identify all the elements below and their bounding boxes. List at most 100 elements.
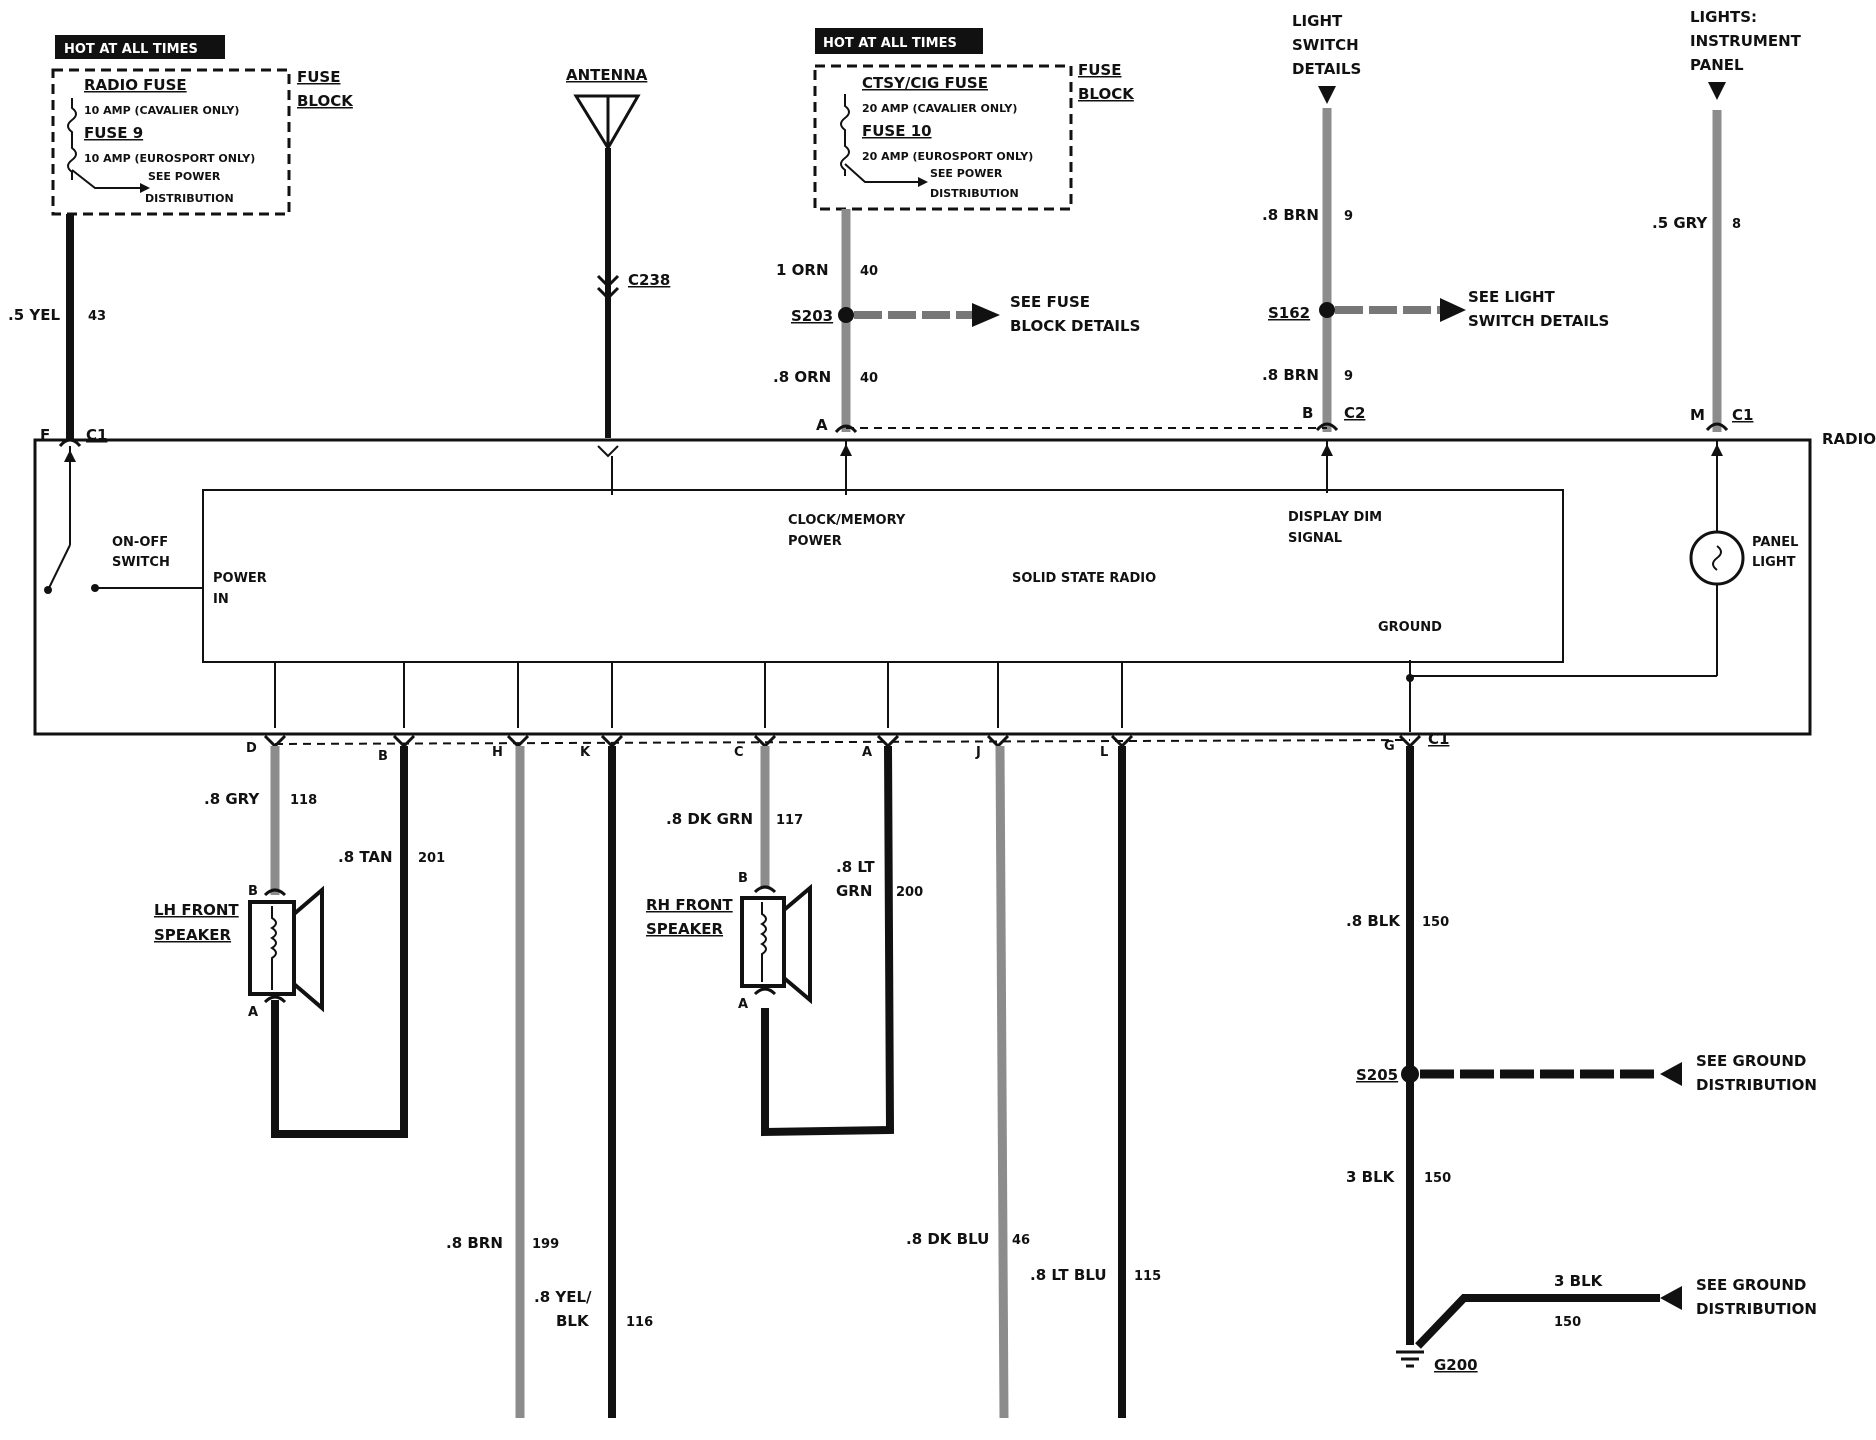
on-off-switch-label-2: SWITCH [112, 555, 170, 570]
splice-s203-dot [838, 307, 854, 323]
wire-lt-grn-200 [761, 745, 895, 1137]
wire-dkblu-size: .8 DK BLU [906, 1230, 989, 1248]
conn-c1-right-label: C1 [1732, 406, 1753, 424]
conn-c1-bottom-label: C1 [1428, 730, 1449, 748]
wire-gry118-circuit: 118 [290, 793, 317, 808]
wire-blk2-size: 3 BLK [1346, 1168, 1396, 1186]
conn-b-label: B [378, 749, 388, 764]
wire-brn199-circuit: 199 [532, 1237, 559, 1252]
fuse-element-2-icon [840, 94, 850, 176]
wire-yelblk-circuit: 116 [626, 1315, 653, 1330]
fuse-block-radio: HOT AT ALL TIMES RADIO FUSE 10 AMP (CAVA… [51, 35, 354, 216]
fuse-10-label: FUSE 10 [862, 122, 932, 140]
radio-outline [33, 438, 1812, 736]
rh-speaker-pin-b: B [738, 871, 748, 886]
splice-s162-dot [1319, 302, 1335, 318]
s203-see-2: BLOCK DETAILS [1010, 317, 1140, 335]
wire-orn1-size: 1 ORN [776, 261, 829, 279]
splice-s205-dot [1401, 1065, 1419, 1083]
lights-arrow-icon [1708, 82, 1726, 100]
wire-ltblu-circuit: 115 [1134, 1269, 1161, 1284]
wire-brn1-circuit: 9 [1344, 209, 1353, 224]
hot-at-all-times-label-2: HOT AT ALL TIMES [823, 36, 957, 51]
s205-label: S205 [1356, 1066, 1398, 1084]
fuse-element-icon [67, 98, 77, 180]
c238-label: C238 [628, 271, 670, 289]
panel-light-label-2: LIGHT [1752, 555, 1796, 570]
radio-fuse-rating: 10 AMP (CAVALIER ONLY) [84, 104, 239, 117]
g200-label: G200 [1434, 1356, 1478, 1374]
s203-label: S203 [791, 307, 833, 325]
wire-yel-circuit: 43 [88, 309, 106, 324]
rh-speaker-pin-a: A [738, 997, 748, 1012]
on-off-switch-label-1: ON-OFF [112, 535, 168, 550]
ctsy-cig-fuse-rating: 20 AMP (CAVALIER ONLY) [862, 102, 1017, 115]
conn-j-label: J [975, 745, 981, 760]
radio-label: RADIO [1822, 430, 1876, 448]
lights-label-2: INSTRUMENT [1690, 32, 1802, 50]
wire-blk3-circuit: 150 [1554, 1315, 1581, 1330]
wire-ltblu-size: .8 LT BLU [1030, 1266, 1107, 1284]
s162-label: S162 [1268, 304, 1310, 322]
conn-a-label: A [862, 745, 872, 760]
clock-memory-label-1: CLOCK/MEMORY [788, 513, 906, 528]
wire-blk-150-g200 [1415, 1294, 1660, 1349]
s162-see-2: SWITCH DETAILS [1468, 312, 1609, 330]
conn-f-label: F [40, 426, 50, 444]
on-off-switch-icon [47, 544, 71, 591]
s205-see-2: DISTRIBUTION [1696, 1076, 1817, 1094]
power-in-label-2: IN [213, 592, 229, 607]
display-dim-label-1: DISPLAY DIM [1288, 510, 1382, 525]
s162-arrow-icon [1440, 298, 1466, 322]
wire-tan-circuit: 201 [418, 851, 445, 866]
antenna-input-icon [597, 445, 619, 458]
wire-gry118-size: .8 GRY [204, 790, 260, 808]
conn-h-label: H [492, 745, 503, 760]
solid-state-radio-box [202, 489, 1564, 663]
wire-ltgrn-size-1: .8 LT [836, 858, 875, 876]
wire-yelblk-size-1: .8 YEL/ [534, 1288, 592, 1306]
power-in-label-1: POWER [213, 571, 267, 586]
light-switch-label-3: DETAILS [1292, 60, 1361, 78]
lights-label-3: PANEL [1690, 56, 1744, 74]
s162-see-1: SEE LIGHT [1468, 288, 1556, 306]
power-distribution-label-2: DISTRIBUTION [930, 187, 1019, 200]
s203-see-1: SEE FUSE [1010, 293, 1090, 311]
rh-speaker-label-2: SPEAKER [646, 920, 724, 938]
wire-blk1-size: .8 BLK [1346, 912, 1401, 930]
rh-speaker-label-1: RH FRONT [646, 896, 733, 914]
display-dim-label-2: SIGNAL [1288, 531, 1342, 546]
ctsy-cig-fuse-label: CTSY/CIG FUSE [862, 74, 988, 92]
wire-dkblu-circuit: 46 [1012, 1233, 1030, 1248]
lights-label-1: LIGHTS: [1690, 8, 1757, 26]
wire-blk2-circuit: 150 [1424, 1171, 1451, 1186]
wire-blk1-circuit: 150 [1422, 915, 1449, 930]
hot-at-all-times-badge [55, 35, 225, 59]
fuse-9-rating: 10 AMP (EUROSPORT ONLY) [84, 152, 255, 165]
hot-at-all-times-label: HOT AT ALL TIMES [64, 42, 198, 57]
s203-arrow-icon [972, 303, 1000, 327]
radio-output-lines [274, 662, 1123, 728]
fuse-block-2-outline [813, 64, 1073, 211]
wire-orn2-size: .8 ORN [773, 368, 831, 386]
s205-arrow-icon [1660, 1062, 1682, 1086]
wire-dk-blu-46 [995, 745, 1009, 1419]
wire-brn1-size: .8 BRN [1262, 206, 1319, 224]
connector-c238-icon [596, 274, 620, 301]
lh-speaker-pin-b: B [248, 884, 258, 899]
conn-k-label: K [580, 745, 591, 760]
conn-d-label: D [246, 741, 257, 756]
lh-speaker-label-1: LH FRONT [154, 901, 239, 919]
wire-tan-201 [271, 746, 408, 1138]
fuse-block-2-label-2: BLOCK [1078, 85, 1135, 103]
power-distribution-label: DISTRIBUTION [145, 192, 234, 205]
conn-m-label: M [1690, 406, 1705, 424]
fuse-block-label-1: FUSE [297, 68, 340, 86]
wire-brn2-size: .8 BRN [1262, 366, 1319, 384]
distribution-arrow-icon [71, 169, 140, 189]
fuse-block-label-2: BLOCK [297, 92, 354, 110]
wire-yel-size: .5 YEL [8, 306, 60, 324]
connector-c1-bottom-dash [274, 739, 1411, 745]
wire-blk3-size: 3 BLK [1554, 1272, 1604, 1290]
